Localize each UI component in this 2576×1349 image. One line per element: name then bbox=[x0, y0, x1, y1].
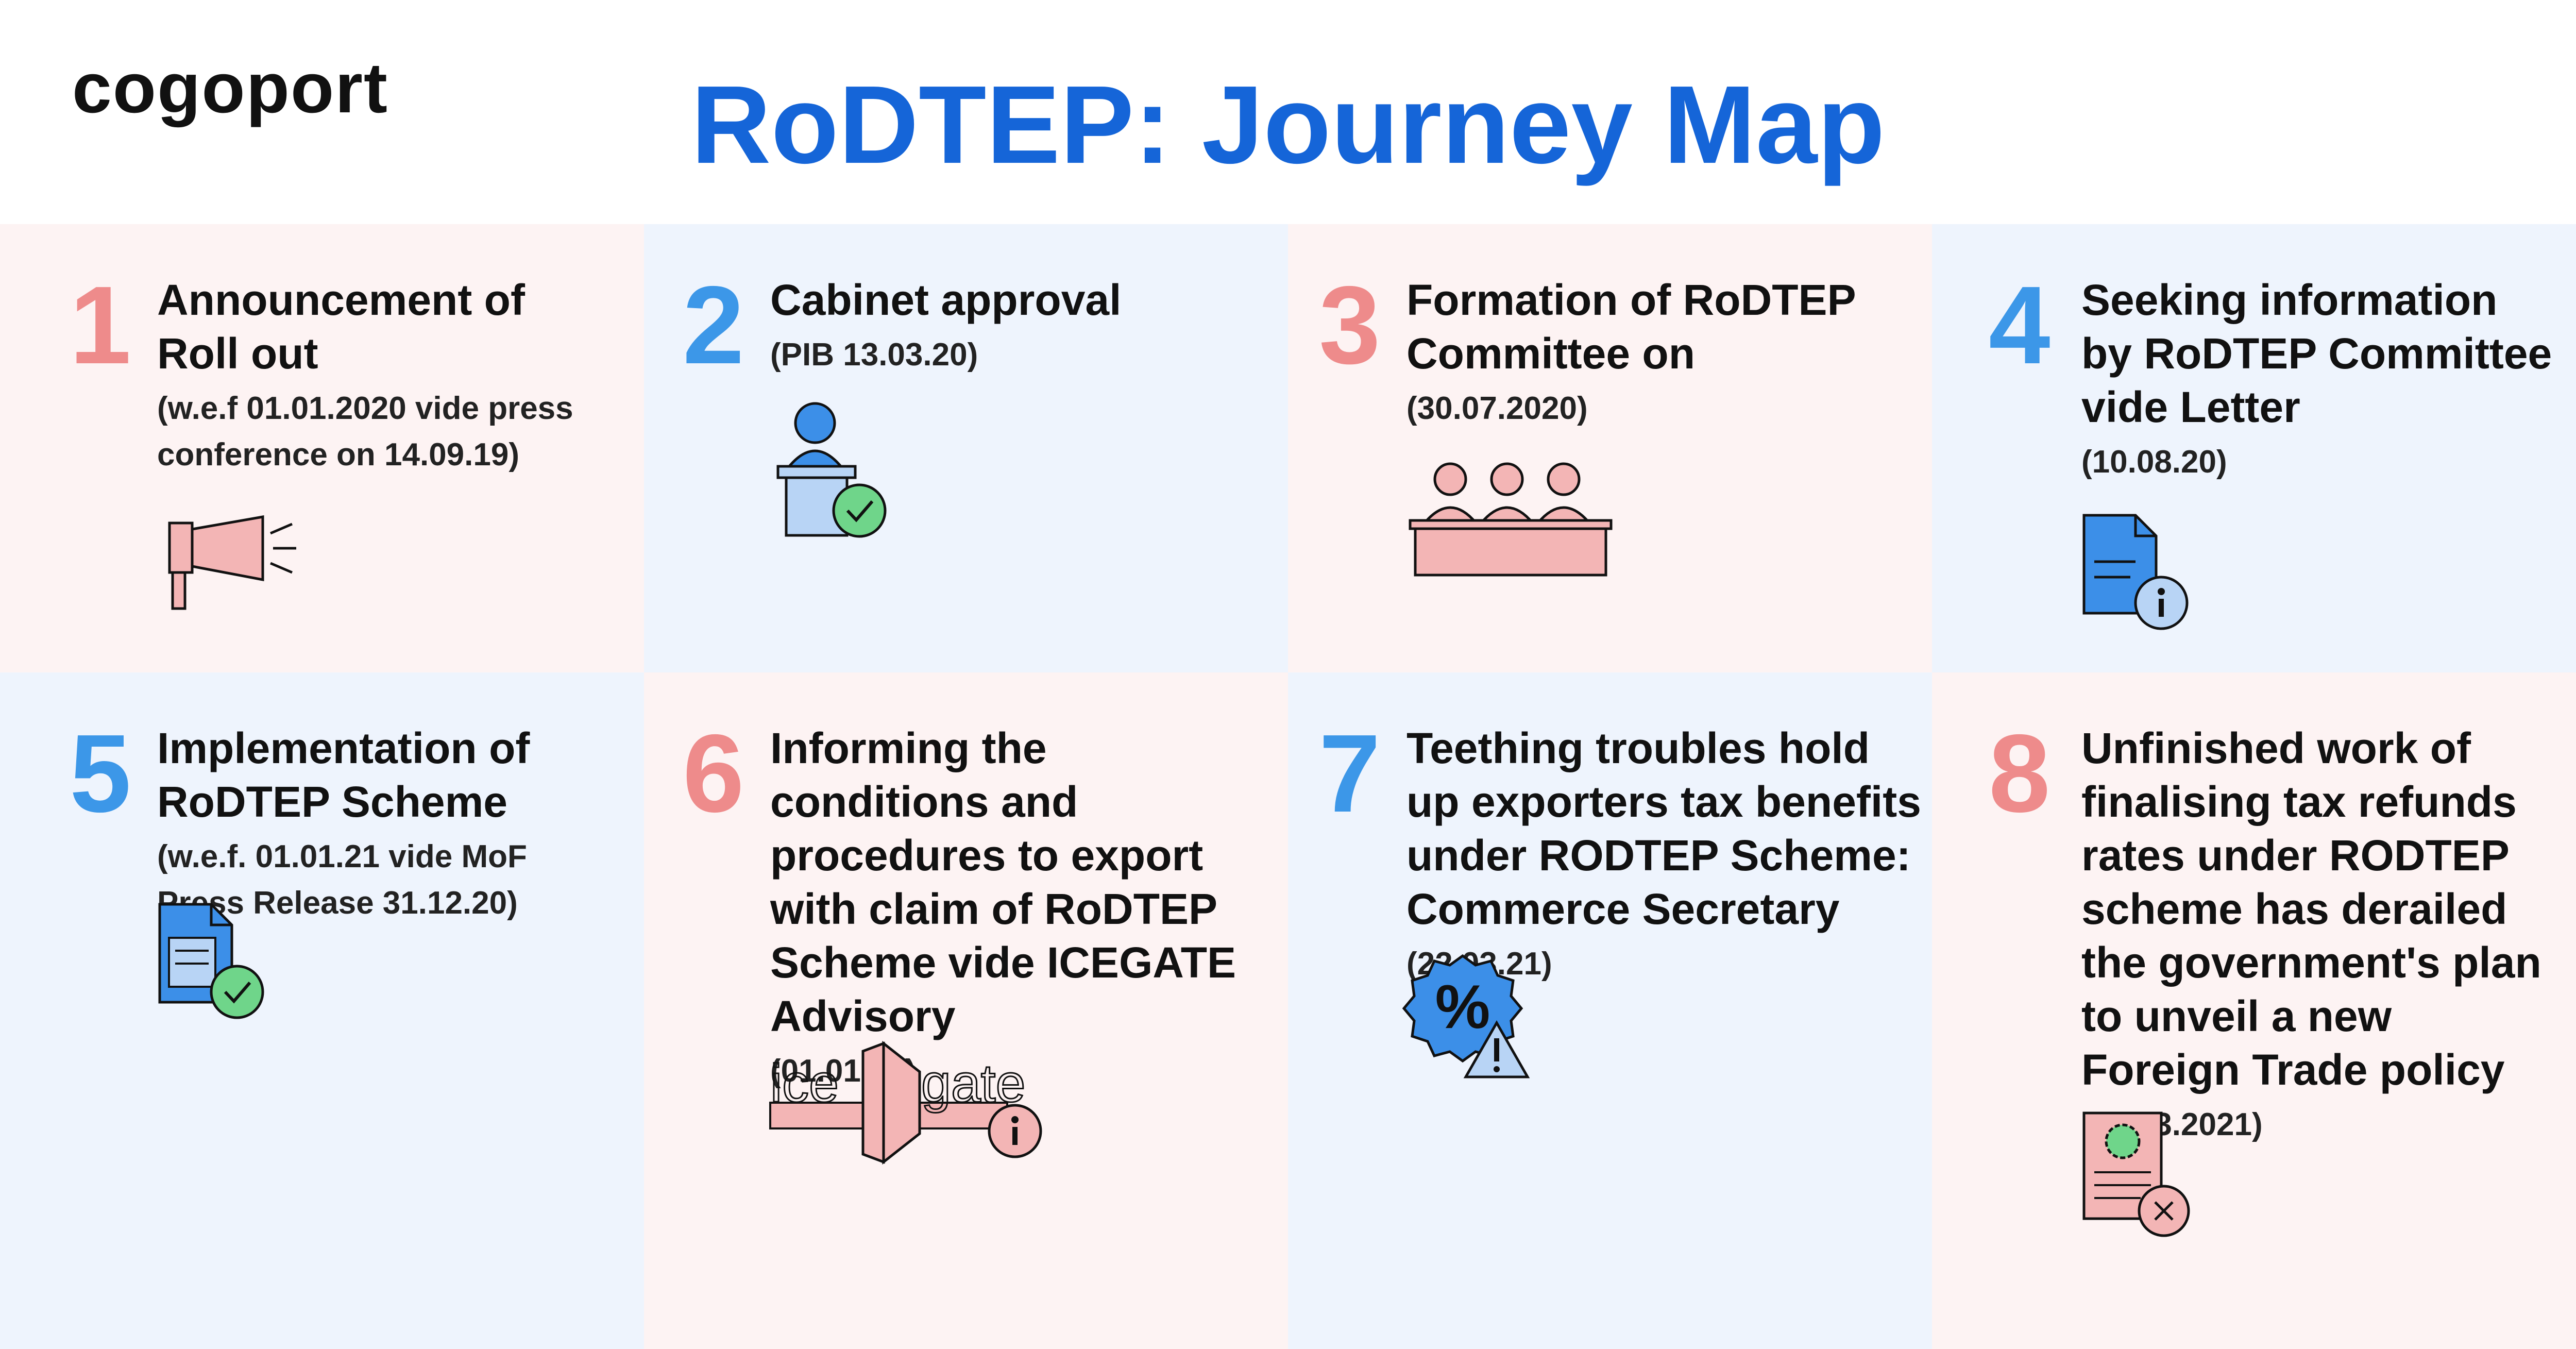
step-detail: (PIB 13.03.20) bbox=[770, 337, 978, 373]
step-text: Formation of RoDTEP Committee on (30.07.… bbox=[1406, 273, 1880, 432]
icegate-info-icon: ice gate bbox=[769, 1041, 1042, 1165]
step-text: Teething troubles hold up exporters tax … bbox=[1406, 721, 1922, 987]
step-number: 6 bbox=[683, 711, 744, 835]
step-text: Announcement of Roll out (w.e.f 01.01.20… bbox=[157, 273, 631, 478]
step-number: 4 bbox=[1989, 263, 2050, 387]
step-heading: Informing the conditions and procedures … bbox=[770, 724, 1236, 1040]
step-number: 1 bbox=[70, 263, 131, 387]
step-number: 2 bbox=[683, 263, 744, 387]
step-detail: (30.07.2020) bbox=[1406, 391, 1588, 426]
step-8-card: 8 Unfinished work of finalising tax refu… bbox=[1932, 672, 2576, 1349]
page-title: RoDTEP: Journey Map bbox=[691, 62, 1885, 187]
icegate-text-gate: gate bbox=[921, 1054, 1025, 1114]
step-detail: (w.e.f 01.01.2020 vide press conference … bbox=[157, 391, 573, 473]
step-number: 5 bbox=[70, 711, 131, 835]
speaker-podium-check-icon bbox=[776, 402, 887, 538]
icegate-text-ice: ice bbox=[770, 1054, 839, 1114]
step-6-card: 6 Informing the conditions and procedure… bbox=[644, 672, 1288, 1349]
step-4-card: 4 Seeking information by RoDTEP Committe… bbox=[1932, 224, 2576, 672]
journey-grid: 1 Announcement of Roll out (w.e.f 01.01.… bbox=[0, 224, 2576, 1349]
step-text: Cabinet approval (PIB 13.03.20) bbox=[770, 273, 1244, 378]
step-heading: Teething troubles hold up exporters tax … bbox=[1406, 724, 1921, 933]
step-2-card: 2 Cabinet approval (PIB 13.03.20) bbox=[644, 224, 1288, 672]
step-text: Seeking information by RoDTEP Committee … bbox=[2081, 273, 2555, 485]
logo: cogoport bbox=[72, 48, 388, 128]
step-number: 3 bbox=[1319, 263, 1381, 387]
step-heading: Cabinet approval bbox=[770, 276, 1122, 324]
step-7-card: 7 Teething troubles hold up exporters ta… bbox=[1288, 672, 1932, 1349]
step-detail: (10.08.20) bbox=[2081, 444, 2227, 480]
certificate-cancel-icon bbox=[2082, 1111, 2190, 1237]
percent-badge-warning-icon: % bbox=[1402, 954, 1530, 1078]
megaphone-icon bbox=[168, 515, 296, 610]
step-heading: Formation of RoDTEP Committee on bbox=[1406, 276, 1856, 378]
step-3-card: 3 Formation of RoDTEP Committee on (30.0… bbox=[1288, 224, 1932, 672]
step-text: Implementation of RoDTEP Scheme (w.e.f. … bbox=[157, 721, 631, 926]
document-check-icon bbox=[158, 903, 264, 1019]
step-number: 7 bbox=[1319, 711, 1381, 835]
step-heading: Implementation of RoDTEP Scheme bbox=[157, 724, 530, 826]
step-5-card: 5 Implementation of RoDTEP Scheme (w.e.f… bbox=[0, 672, 644, 1349]
step-heading: Unfinished work of finalising tax refund… bbox=[2081, 724, 2541, 1094]
percent-symbol: % bbox=[1435, 972, 1490, 1041]
document-info-icon bbox=[2082, 514, 2189, 630]
step-number: 8 bbox=[1989, 711, 2050, 835]
step-heading: Announcement of Roll out bbox=[157, 276, 525, 378]
step-heading: Seeking information by RoDTEP Committee … bbox=[2081, 276, 2552, 431]
step-text: Unfinished work of finalising tax refund… bbox=[2081, 721, 2555, 1148]
committee-icon bbox=[1409, 462, 1613, 577]
step-1-card: 1 Announcement of Roll out (w.e.f 01.01.… bbox=[0, 224, 644, 672]
step-text: Informing the conditions and procedures … bbox=[770, 721, 1265, 1094]
